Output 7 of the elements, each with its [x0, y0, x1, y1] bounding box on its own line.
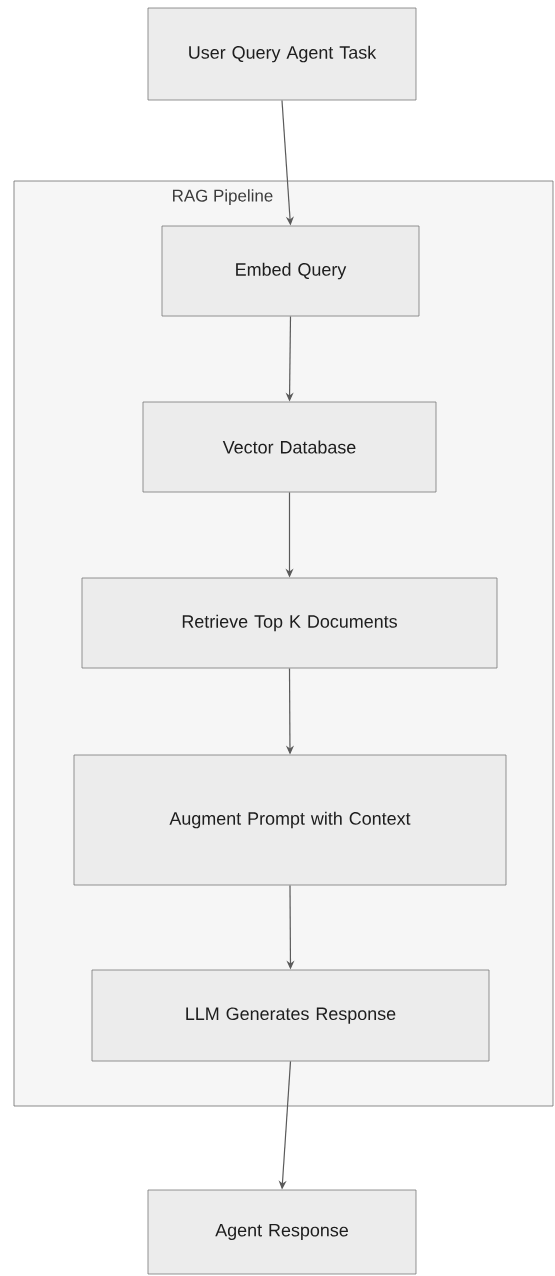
process-box: Embed Query — [161, 225, 420, 317]
process-box: Augment Prompt with Context — [73, 754, 507, 886]
process-box: Agent Response — [147, 1189, 417, 1275]
process-box: LLM Generates Response — [91, 969, 490, 1062]
process-box: User Query Agent Task — [147, 7, 417, 101]
process-box: Vector Database — [142, 401, 437, 493]
process-box: Retrieve Top K Documents — [81, 577, 498, 669]
